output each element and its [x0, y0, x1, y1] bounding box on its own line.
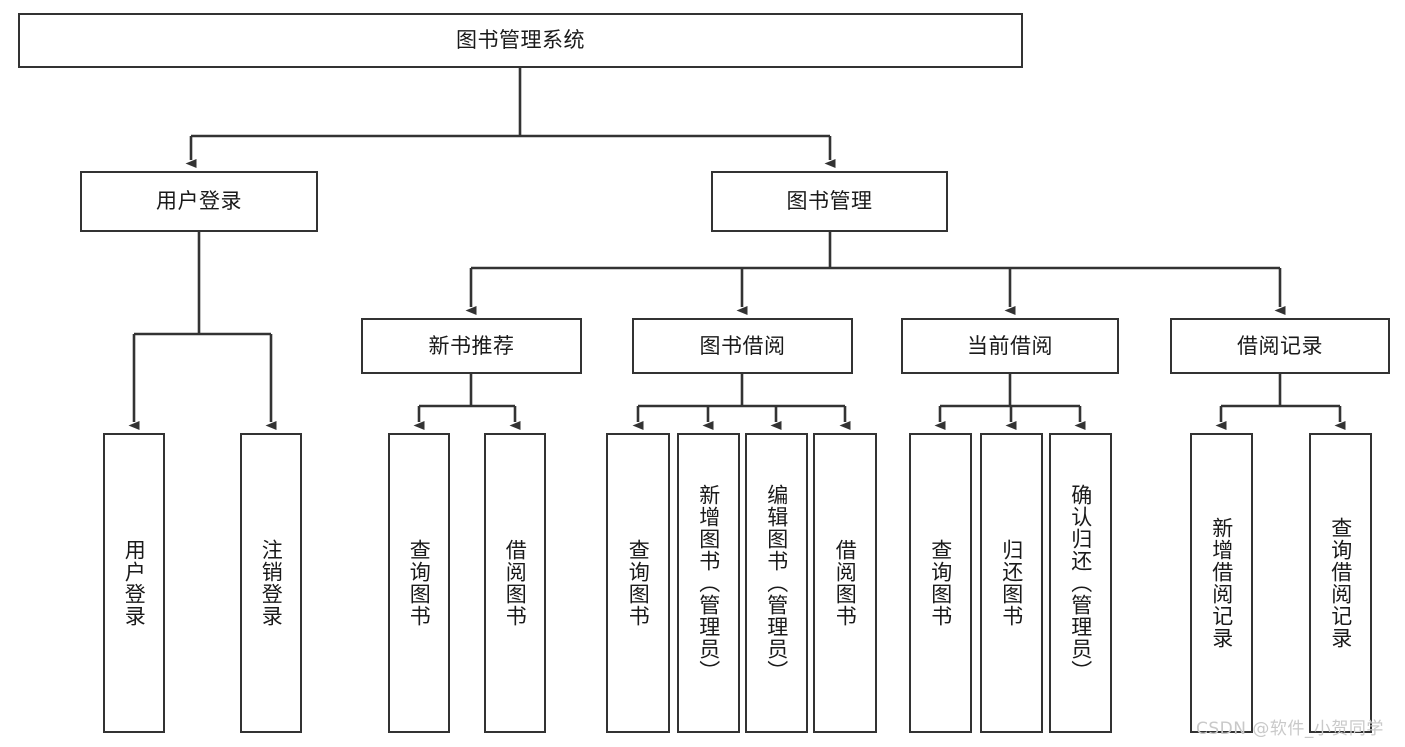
node-user-login-label: 用户登录: [156, 189, 242, 214]
node-leaf-query-record-label: 查询借阅记录: [1328, 517, 1353, 649]
node-leaf-return-book[interactable]: 归还图书: [980, 433, 1043, 733]
node-book-borrow-label: 图书借阅: [699, 333, 786, 358]
node-leaf-confirm-return-label: 确认归还（管理员）: [1068, 484, 1093, 682]
node-root[interactable]: 图书管理系统: [18, 13, 1023, 68]
node-new-book-recommend-label: 新书推荐: [428, 333, 515, 358]
node-leaf-borrow-book-2-label: 借阅图书: [833, 539, 858, 627]
node-leaf-add-book-label: 新增图书（管理员）: [696, 484, 721, 682]
node-leaf-query-book-2-label: 查询图书: [626, 539, 651, 627]
node-leaf-query-book-2[interactable]: 查询图书: [606, 433, 670, 733]
node-leaf-borrow-book-2[interactable]: 借阅图书: [813, 433, 877, 733]
node-leaf-borrow-book-1[interactable]: 借阅图书: [484, 433, 546, 733]
node-current-borrow[interactable]: 当前借阅: [901, 318, 1119, 374]
node-book-manage-label: 图书管理: [786, 189, 873, 214]
node-book-manage[interactable]: 图书管理: [711, 171, 948, 232]
node-leaf-query-book-3-label: 查询图书: [928, 539, 953, 627]
node-current-borrow-label: 当前借阅: [967, 333, 1053, 358]
node-leaf-return-book-label: 归还图书: [999, 539, 1024, 627]
node-leaf-query-book-3[interactable]: 查询图书: [909, 433, 972, 733]
node-leaf-borrow-book-1-label: 借阅图书: [503, 539, 528, 627]
node-borrow-record-label: 借阅记录: [1237, 333, 1323, 358]
node-leaf-query-book-1-label: 查询图书: [407, 539, 432, 627]
node-leaf-edit-book-label: 编辑图书（管理员）: [764, 484, 789, 682]
node-book-borrow[interactable]: 图书借阅: [632, 318, 853, 374]
node-leaf-edit-book[interactable]: 编辑图书（管理员）: [745, 433, 808, 733]
csdn-watermark: CSDN @软件_小贺同学: [1196, 719, 1384, 739]
node-user-login[interactable]: 用户登录: [80, 171, 318, 232]
node-leaf-user-login[interactable]: 用户登录: [103, 433, 165, 733]
node-borrow-record[interactable]: 借阅记录: [1170, 318, 1390, 374]
node-leaf-add-record[interactable]: 新增借阅记录: [1190, 433, 1253, 733]
node-leaf-confirm-return[interactable]: 确认归还（管理员）: [1049, 433, 1112, 733]
node-leaf-query-book-1[interactable]: 查询图书: [388, 433, 450, 733]
node-leaf-logout-login[interactable]: 注销登录: [240, 433, 302, 733]
node-leaf-logout-login-label: 注销登录: [259, 539, 284, 627]
node-leaf-add-book[interactable]: 新增图书（管理员）: [677, 433, 740, 733]
node-leaf-user-login-label: 用户登录: [122, 539, 147, 627]
node-root-label: 图书管理系统: [456, 28, 585, 53]
node-new-book-recommend[interactable]: 新书推荐: [361, 318, 582, 374]
node-leaf-add-record-label: 新增借阅记录: [1209, 517, 1234, 649]
node-leaf-query-record[interactable]: 查询借阅记录: [1309, 433, 1372, 733]
